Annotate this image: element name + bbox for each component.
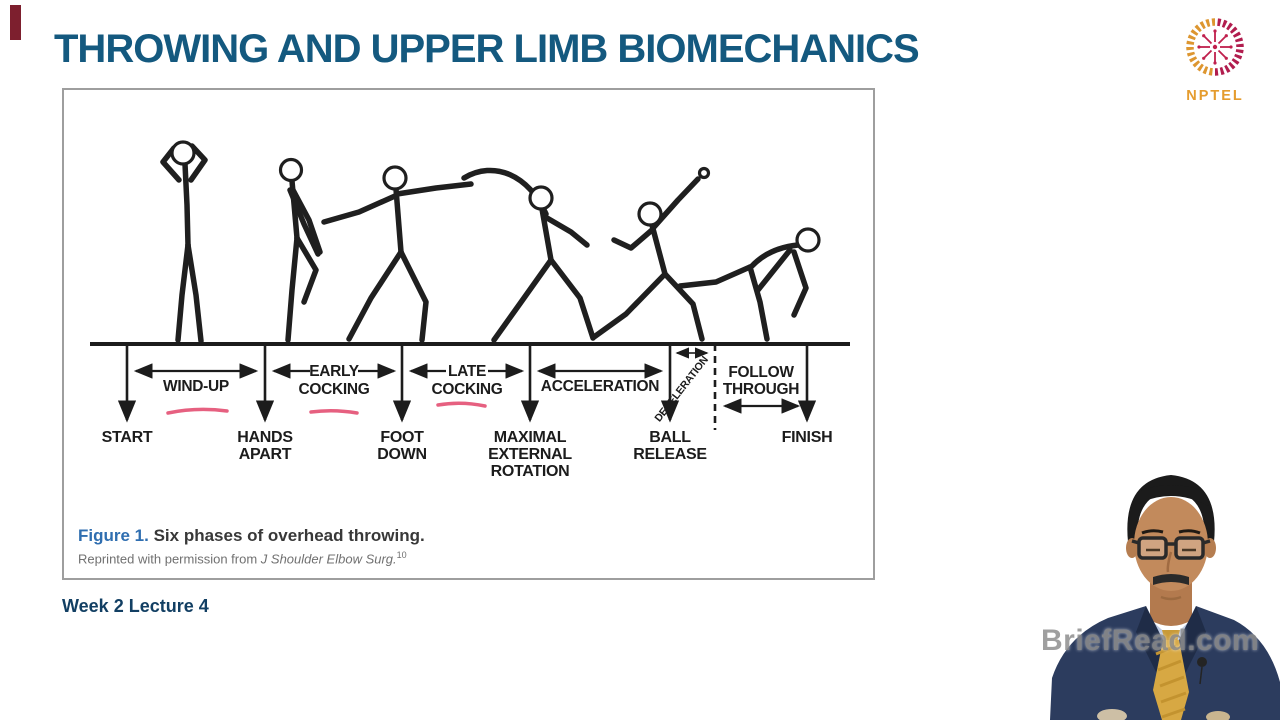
athlete-acceleration <box>591 166 711 342</box>
event-arrows <box>117 344 817 423</box>
lecturer-tie-stripes <box>1155 644 1187 719</box>
lecturer-eyebrow-right <box>1178 529 1201 535</box>
event-label-ball: BALL <box>649 429 691 446</box>
lecturer-tie-knot <box>1162 630 1180 642</box>
red-underline-annotations <box>166 401 487 415</box>
lecturer-eyebrow-left <box>1141 529 1164 535</box>
lecturer-mic-wire <box>1199 666 1203 685</box>
athlete-hands-apart <box>278 157 323 343</box>
logo-ring-right <box>1214 18 1244 76</box>
phase-label-early-cocking: COCKING <box>298 381 369 398</box>
phase-label-deceleration: DECELERATION <box>652 354 711 424</box>
figure-reprint-superscript: 10 <box>396 550 407 560</box>
lecturer-mustache <box>1153 574 1189 585</box>
lecturer-webcam-inset <box>1050 440 1280 723</box>
event-label-external: EXTERNAL <box>488 446 572 463</box>
phase-label-acceleration: ACCELERATION <box>541 378 659 395</box>
event-label-release: RELEASE <box>633 446 707 463</box>
nptel-logo-icon <box>1186 18 1244 76</box>
figure-caption-text: Six phases of overhead throwing. <box>148 526 425 545</box>
throwing-phases-diagram: WIND-UP EARLY COCKING LATE COCKING ACCEL… <box>90 140 850 480</box>
figure-panel: WIND-UP EARLY COCKING LATE COCKING ACCEL… <box>62 88 875 580</box>
figure-caption-label: Figure 1. <box>78 526 149 545</box>
nptel-logo: NPTEL <box>1182 14 1248 104</box>
figure-caption: Figure 1. Six phases of overhead throwin… <box>78 526 858 566</box>
nptel-logo-text: NPTEL <box>1186 88 1244 104</box>
athlete-late-cocking <box>461 167 596 343</box>
lecturer-mouth <box>1160 595 1182 601</box>
lecturer-nose <box>1166 551 1173 573</box>
lecturer-glasses <box>1131 536 1211 560</box>
figure-reprint-prefix: Reprinted with permission from <box>78 551 261 567</box>
phase-label-early: EARLY <box>309 363 360 380</box>
lecturer-neck <box>1150 580 1192 626</box>
athlete-early-cocking <box>321 165 474 343</box>
event-label-maximal: MAXIMAL <box>494 429 567 446</box>
lecturer-figure <box>1050 475 1280 723</box>
logo-starburst <box>1197 29 1233 65</box>
figure-reprint-source: J Shoulder Elbow Surg. <box>260 551 397 567</box>
phase-label-late: LATE <box>448 363 486 380</box>
phase-label-through: THROUGH <box>723 381 799 398</box>
phase-label-late-cocking: COCKING <box>431 381 502 398</box>
briefread-watermark: BriefRead.com <box>1041 624 1260 657</box>
logo-ring-left <box>1186 18 1216 76</box>
lecturer-lapel-mic <box>1197 657 1207 667</box>
corner-accent-bar <box>10 5 21 40</box>
event-label-apart: APART <box>239 446 292 463</box>
event-label-foot: FOOT <box>380 429 424 446</box>
event-label-start: START <box>102 429 153 446</box>
athlete-windup-start <box>160 140 208 344</box>
phase-label-windup: WIND-UP <box>163 378 229 395</box>
athlete-follow-through <box>677 227 821 342</box>
phase-label-follow: FOLLOW <box>728 364 794 381</box>
phase-span-arrows <box>133 347 801 414</box>
event-label-hands: HANDS <box>237 429 293 446</box>
page-title: THROWING AND UPPER LIMB BIOMECHANICS <box>54 27 920 71</box>
lecturer-hair-top <box>1133 485 1209 506</box>
event-label-finish: FINISH <box>782 429 833 446</box>
event-label-down: DOWN <box>377 446 426 463</box>
event-label-rotation: ROTATION <box>491 463 570 480</box>
week-lecture-label: Week 2 Lecture 4 <box>62 596 209 616</box>
